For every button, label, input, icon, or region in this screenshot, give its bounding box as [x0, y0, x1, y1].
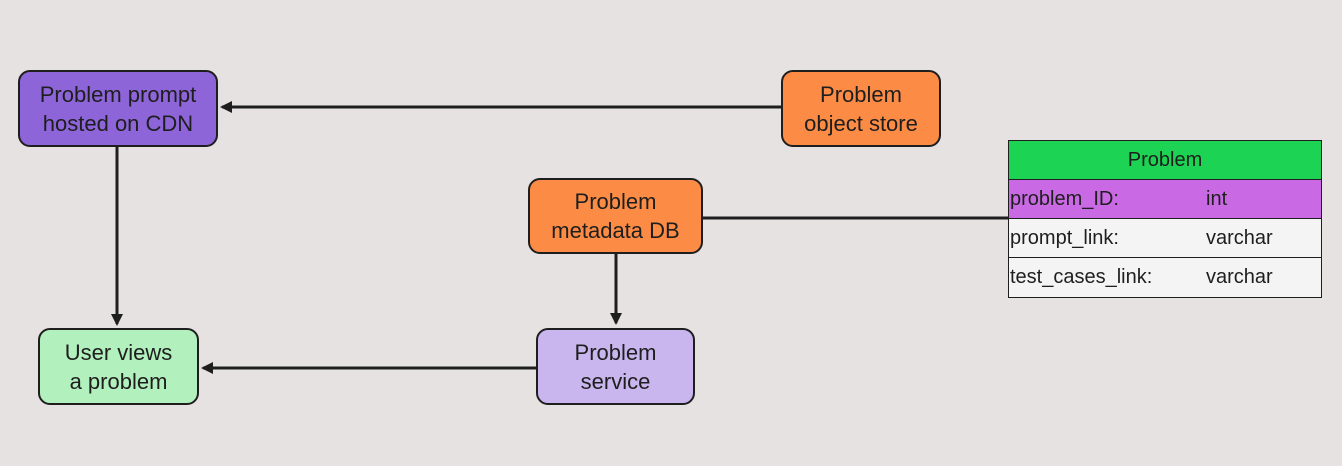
cdn-node[interactable]: Problem prompt hosted on CDN — [18, 70, 218, 147]
table-title: Problem — [1009, 141, 1321, 180]
table-row: test_cases_link: varchar — [1009, 258, 1321, 297]
field-name: test_cases_link: — [1010, 266, 1153, 288]
table-row: problem_ID: int — [1009, 180, 1321, 219]
field-name: problem_ID: — [1010, 187, 1119, 210]
table-row: prompt_link: varchar — [1009, 219, 1321, 258]
field-type: varchar — [1206, 226, 1273, 249]
field-name: prompt_link: — [1010, 226, 1119, 249]
object-store-node[interactable]: Problem object store — [781, 70, 941, 147]
field-type: varchar — [1206, 266, 1273, 288]
user-views-node[interactable]: User views a problem — [38, 328, 199, 405]
metadata-db-node[interactable]: Problem metadata DB — [528, 178, 703, 254]
problem-table[interactable]: Problem problem_ID: int prompt_link: var… — [1008, 140, 1322, 298]
service-node[interactable]: Problem service — [536, 328, 695, 405]
field-type: int — [1206, 187, 1228, 210]
